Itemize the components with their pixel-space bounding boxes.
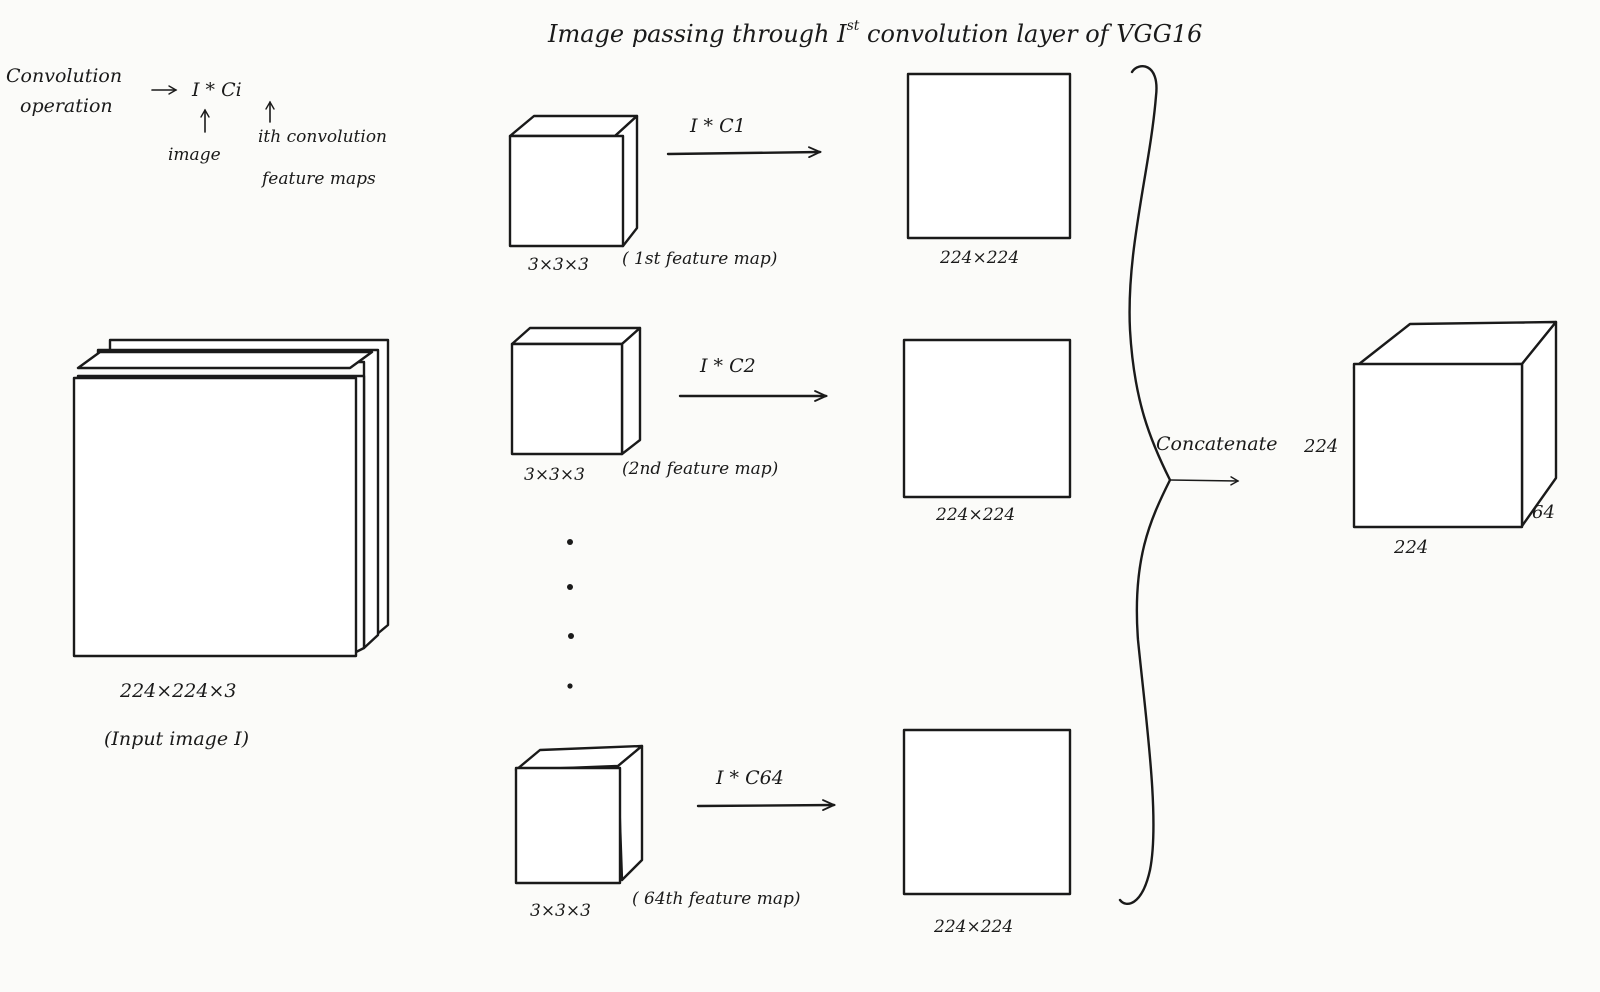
filter-2-caption: (2nd feature map) xyxy=(622,459,778,479)
legend-image-label: image xyxy=(168,145,221,165)
output-volume-depth: 64 xyxy=(1532,502,1555,523)
filter-2-side-face xyxy=(620,326,642,456)
input-caption: (Input image I) xyxy=(104,728,249,750)
input-front-face xyxy=(72,376,358,658)
input-dims: 224×224×3 xyxy=(119,680,236,702)
output-volume-width: 224 xyxy=(1393,537,1428,558)
diagram-title: Image passing through Ist convolution la… xyxy=(547,18,1202,48)
filter-1: 3×3×3 ( 1st feature map) I * C1 xyxy=(508,114,820,275)
filter-2: 3×3×3 (2nd feature map) I * C2 xyxy=(510,326,826,485)
output-volume: 224 224 64 xyxy=(1303,320,1558,558)
output-volume-height: 224 xyxy=(1303,436,1338,457)
concatenate-arrow xyxy=(1169,476,1240,486)
input-image-stack: 224×224×3 (Input image I) xyxy=(72,338,390,750)
output-map-64: 224×224 xyxy=(902,728,1072,937)
legend-filter-label-line2: feature maps xyxy=(260,169,376,189)
filter-1-op: I * C1 xyxy=(689,115,746,137)
filter-64-caption: ( 64th feature map) xyxy=(632,889,800,909)
output-map-1-dims: 224×224 xyxy=(939,248,1019,268)
filter-1-caption: ( 1st feature map) xyxy=(622,249,777,269)
filter-64-dims: 3×3×3 xyxy=(530,901,591,921)
filter-1-arrow xyxy=(666,152,820,154)
output-map-64-dims: 224×224 xyxy=(933,917,1013,937)
filter-2-top-face xyxy=(510,326,642,346)
input-top-face xyxy=(76,350,374,370)
output-map-64-square xyxy=(902,728,1072,896)
filter-64-arrow xyxy=(696,805,834,806)
ellipsis-dot xyxy=(568,633,574,639)
legend-term-line1: Convolution xyxy=(6,65,122,87)
filter-2-front-face xyxy=(510,342,624,456)
output-map-2-dims: 224×224 xyxy=(935,505,1015,525)
output-map-2: 224×224 xyxy=(902,338,1072,525)
filter-64-front-face xyxy=(514,766,622,885)
filter-64-op: I * C64 xyxy=(715,767,784,789)
legend-convolution-operation: Convolution operation I * Ci image ith c… xyxy=(6,65,387,189)
filter-64-side-face xyxy=(616,744,644,882)
filter-2-dims: 3×3×3 xyxy=(524,465,585,485)
output-map-2-square xyxy=(902,338,1072,499)
legend-filter-label-line1: ith convolution xyxy=(258,127,387,147)
output-volume-front-face xyxy=(1352,362,1524,529)
filter-1-front-face xyxy=(508,134,625,248)
concatenate-brace xyxy=(1118,65,1172,905)
output-map-1-square xyxy=(906,72,1072,240)
filter-64: 3×3×3 ( 64th feature map) I * C64 xyxy=(514,744,834,921)
filter-1-dims: 3×3×3 xyxy=(528,255,589,275)
legend-term-line2: operation xyxy=(20,95,113,117)
filter-2-op: I * C2 xyxy=(699,355,756,377)
ellipsis-dot xyxy=(567,683,573,689)
ellipsis-dots xyxy=(567,539,574,689)
ellipsis-dot xyxy=(567,584,573,590)
output-map-1: 224×224 xyxy=(906,72,1072,268)
legend-formula: I * Ci xyxy=(191,79,242,101)
ellipsis-dot xyxy=(567,539,573,545)
concatenate-label: Concatenate xyxy=(1156,433,1278,455)
